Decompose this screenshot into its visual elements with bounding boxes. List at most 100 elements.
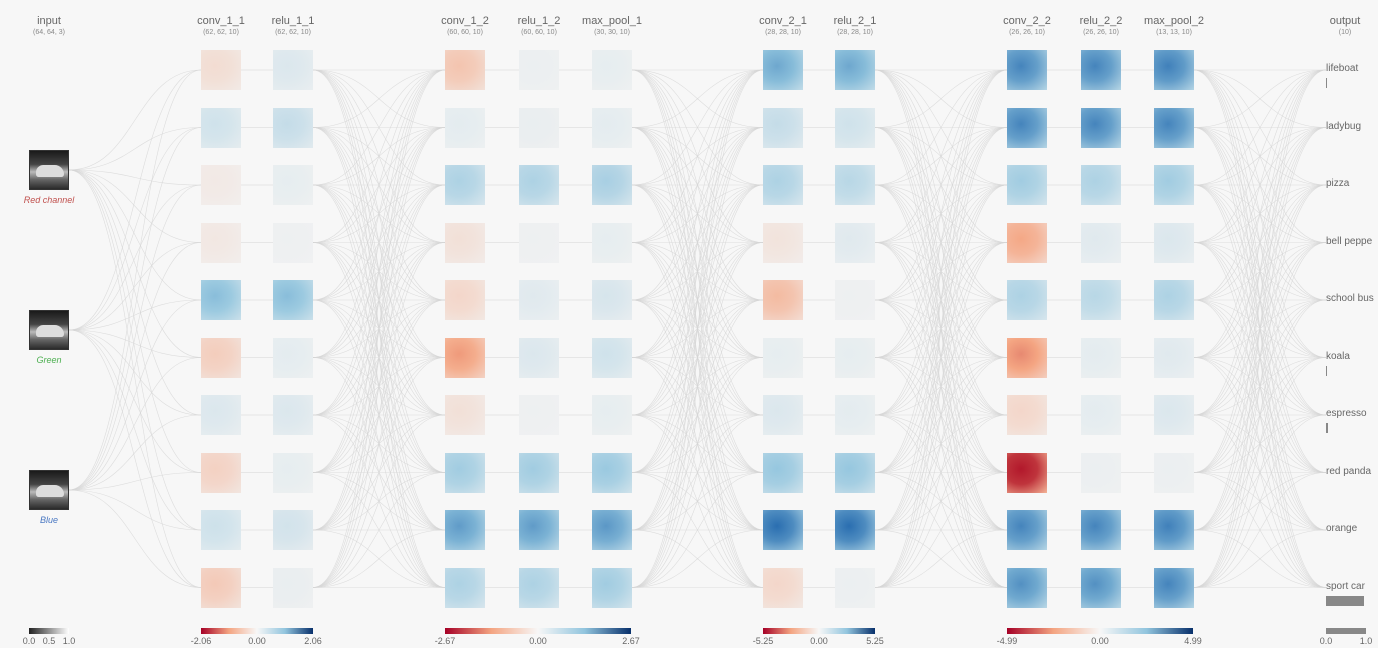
activation-map-relu_1_2-5[interactable] xyxy=(519,337,559,378)
activation-map-relu_2_2-4[interactable] xyxy=(1081,280,1121,320)
activation-map-conv_2_2-4[interactable] xyxy=(1007,280,1047,320)
activation-map-conv_1_2-8[interactable] xyxy=(445,510,485,550)
activation-map-conv_1_2-4[interactable] xyxy=(445,280,485,320)
activation-map-conv_2_2-1[interactable] xyxy=(1007,107,1047,148)
activation-map-relu_1_1-6[interactable] xyxy=(273,395,313,435)
activation-map-relu_2_1-0[interactable] xyxy=(835,50,875,90)
activation-map-conv_2_1-5[interactable] xyxy=(763,337,803,378)
activation-map-conv_1_2-2[interactable] xyxy=(445,165,485,205)
activation-map-conv_1_1-9[interactable] xyxy=(201,567,241,608)
activation-map-conv_2_2-8[interactable] xyxy=(1007,510,1047,550)
output-class-label[interactable]: orange xyxy=(1326,523,1358,534)
activation-map-relu_1_1-3[interactable] xyxy=(273,222,313,263)
activation-map-max_pool_1-6[interactable] xyxy=(592,395,632,435)
activation-map-max_pool_2-7[interactable] xyxy=(1154,452,1194,493)
activation-map-relu_2_2-5[interactable] xyxy=(1081,337,1121,378)
activation-map-conv_2_2-2[interactable] xyxy=(1007,165,1047,205)
activation-map-max_pool_1-4[interactable] xyxy=(592,280,632,320)
activation-map-max_pool_1-8[interactable] xyxy=(592,510,632,550)
output-class-label[interactable]: ladybug xyxy=(1326,120,1362,132)
activation-map-conv_2_1-7[interactable] xyxy=(763,452,803,493)
activation-map-relu_2_1-2[interactable] xyxy=(835,165,875,205)
activation-map-conv_2_2-5[interactable] xyxy=(1007,337,1047,378)
activation-map-conv_2_1-6[interactable] xyxy=(763,395,803,435)
activation-map-conv_1_2-5[interactable] xyxy=(445,337,485,378)
activation-map-conv_2_2-6[interactable] xyxy=(1007,395,1047,435)
activation-map-conv_2_1-8[interactable] xyxy=(763,510,803,550)
output-class-label[interactable]: espresso xyxy=(1326,408,1367,419)
activation-map-relu_2_2-0[interactable] xyxy=(1081,50,1121,90)
activation-map-relu_2_1-3[interactable] xyxy=(835,222,875,263)
activation-map-relu_1_2-7[interactable] xyxy=(519,452,559,493)
activation-map-max_pool_2-0[interactable] xyxy=(1154,50,1194,90)
activation-map-relu_2_2-6[interactable] xyxy=(1081,395,1121,435)
activation-map-relu_1_1-7[interactable] xyxy=(273,452,313,493)
activation-map-conv_1_2-3[interactable] xyxy=(445,222,485,263)
activation-map-relu_1_1-4[interactable] xyxy=(273,280,313,320)
output-class-label[interactable]: koala xyxy=(1326,350,1350,362)
activation-map-max_pool_2-9[interactable] xyxy=(1154,567,1194,608)
activation-map-conv_1_1-7[interactable] xyxy=(201,452,241,493)
activation-map-relu_2_1-6[interactable] xyxy=(835,395,875,435)
activation-map-relu_1_1-0[interactable] xyxy=(273,50,313,90)
activation-map-relu_1_2-6[interactable] xyxy=(519,395,559,435)
output-class-label[interactable]: red panda xyxy=(1326,465,1372,477)
activation-map-relu_2_1-5[interactable] xyxy=(835,337,875,378)
activation-map-relu_2_2-8[interactable] xyxy=(1081,510,1121,550)
activation-map-relu_2_1-9[interactable] xyxy=(835,567,875,608)
activation-map-relu_2_2-7[interactable] xyxy=(1081,452,1121,493)
activation-map-conv_2_1-1[interactable] xyxy=(763,107,803,148)
activation-map-max_pool_1-1[interactable] xyxy=(592,107,632,148)
activation-map-relu_2_1-4[interactable] xyxy=(835,280,875,320)
activation-map-conv_1_2-9[interactable] xyxy=(445,567,485,608)
activation-map-relu_2_2-9[interactable] xyxy=(1081,567,1121,608)
activation-map-relu_1_1-8[interactable] xyxy=(273,510,313,550)
output-class-label[interactable]: school bus xyxy=(1326,293,1374,304)
output-class-label[interactable]: bell peppe xyxy=(1326,235,1373,247)
activation-map-relu_1_2-0[interactable] xyxy=(519,50,559,90)
activation-map-conv_1_2-1[interactable] xyxy=(445,107,485,148)
activation-map-relu_1_2-3[interactable] xyxy=(519,222,559,263)
activation-map-conv_1_1-5[interactable] xyxy=(201,337,241,378)
output-class-label[interactable]: sport car xyxy=(1326,580,1365,592)
activation-map-relu_1_1-9[interactable] xyxy=(273,567,313,608)
activation-map-conv_2_1-0[interactable] xyxy=(763,50,803,90)
activation-map-relu_2_1-1[interactable] xyxy=(835,107,875,148)
activation-map-relu_2_2-2[interactable] xyxy=(1081,165,1121,205)
activation-map-relu_1_1-1[interactable] xyxy=(273,107,313,148)
activation-map-max_pool_2-6[interactable] xyxy=(1154,395,1194,435)
activation-map-conv_2_1-9[interactable] xyxy=(763,567,803,608)
activation-map-conv_2_1-2[interactable] xyxy=(763,165,803,205)
activation-map-relu_1_2-1[interactable] xyxy=(519,107,559,148)
activation-map-max_pool_2-8[interactable] xyxy=(1154,510,1194,550)
activation-map-conv_2_2-3[interactable] xyxy=(1007,222,1047,263)
activation-map-max_pool_1-0[interactable] xyxy=(592,50,632,90)
output-class-label[interactable]: lifeboat xyxy=(1326,63,1359,74)
output-class-label[interactable]: pizza xyxy=(1326,178,1350,189)
activation-map-relu_1_2-4[interactable] xyxy=(519,280,559,320)
activation-map-conv_2_2-0[interactable] xyxy=(1007,50,1047,90)
activation-map-relu_2_1-7[interactable] xyxy=(835,452,875,493)
activation-map-max_pool_2-3[interactable] xyxy=(1154,222,1194,263)
activation-map-conv_1_1-6[interactable] xyxy=(201,395,241,435)
activation-map-relu_2_2-3[interactable] xyxy=(1081,222,1121,263)
activation-map-conv_1_2-6[interactable] xyxy=(445,395,485,435)
activation-map-conv_1_1-0[interactable] xyxy=(201,50,241,90)
activation-map-conv_1_2-0[interactable] xyxy=(445,50,485,90)
activation-map-relu_1_2-8[interactable] xyxy=(519,510,559,550)
activation-map-max_pool_1-3[interactable] xyxy=(592,222,632,263)
activation-map-max_pool_1-2[interactable] xyxy=(592,165,632,205)
activation-map-max_pool_1-9[interactable] xyxy=(592,567,632,608)
activation-map-max_pool_1-7[interactable] xyxy=(592,452,632,493)
activation-map-conv_1_1-1[interactable] xyxy=(201,107,241,148)
activation-map-relu_2_1-8[interactable] xyxy=(835,510,875,550)
activation-map-relu_1_2-2[interactable] xyxy=(519,165,559,205)
input-image-2[interactable] xyxy=(29,470,69,510)
activation-map-max_pool_2-2[interactable] xyxy=(1154,165,1194,205)
activation-map-max_pool_1-5[interactable] xyxy=(592,337,632,378)
activation-map-max_pool_2-4[interactable] xyxy=(1154,280,1194,320)
input-image-1[interactable] xyxy=(29,310,69,350)
activation-map-conv_1_1-3[interactable] xyxy=(201,222,241,263)
activation-map-relu_1_2-9[interactable] xyxy=(519,567,559,608)
activation-map-conv_1_1-8[interactable] xyxy=(201,510,241,550)
